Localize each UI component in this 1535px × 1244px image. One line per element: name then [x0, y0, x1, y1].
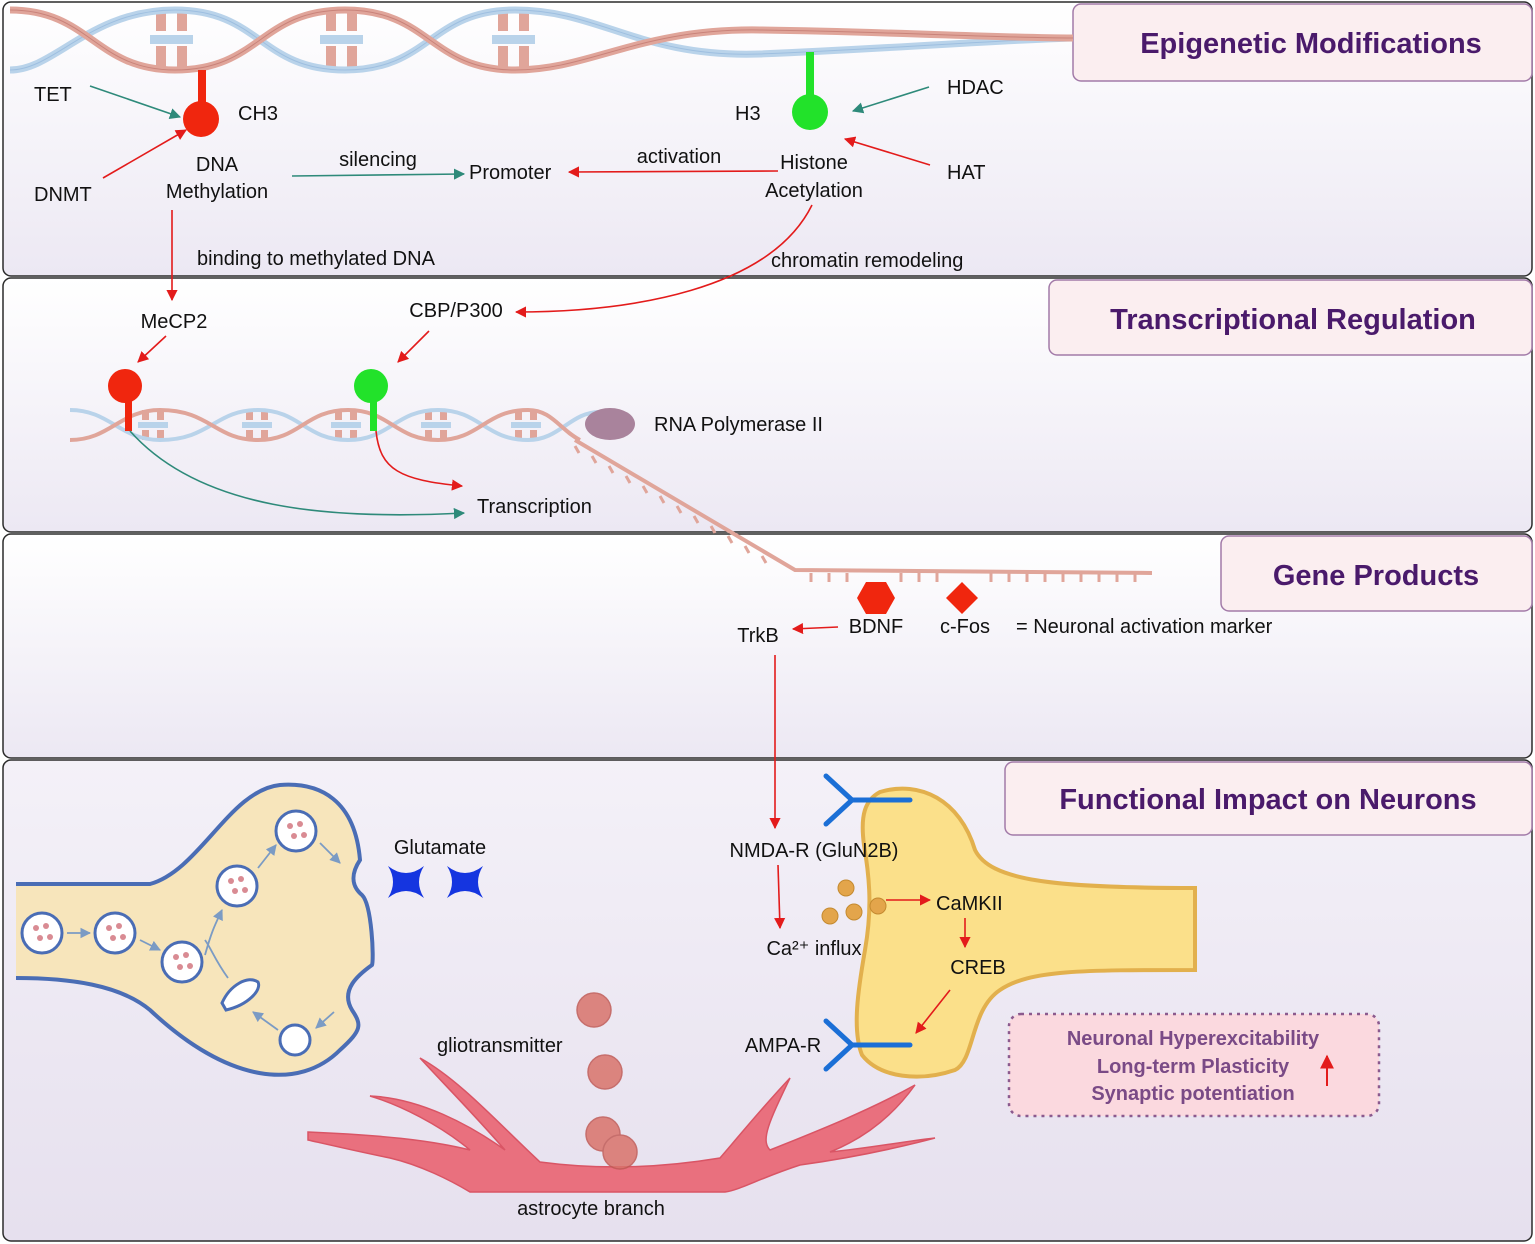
arrow-activation [567, 166, 779, 178]
glutamate-molecules [388, 866, 483, 898]
label-cfos: c-Fos [940, 616, 990, 638]
panel-functional [2, 759, 1533, 1242]
title-box-epigenetic [1072, 3, 1533, 82]
arrow-bdnf-to-trkb [791, 622, 839, 635]
arrow-dnmt-to-ch3 [102, 129, 187, 179]
arrow-nmda-to-ca [774, 864, 786, 930]
label-gliotransmitter: gliotransmitter [437, 1035, 563, 1057]
methyl-mark-ch3 [183, 101, 219, 137]
postsynaptic-spine [854, 786, 1197, 1079]
arrow-methyl-to-transcription [129, 430, 466, 520]
label-hat: HAT [947, 162, 986, 184]
effect-plasticity: Long-term Plasticity [1097, 1056, 1290, 1078]
label-silencing: silencing [339, 149, 417, 171]
arrow-acetyl-to-transcription [375, 430, 464, 491]
acetyl-mark-stem [806, 52, 814, 98]
rna-polymerase-icon [585, 408, 635, 440]
label-histone-1: Histone [780, 152, 848, 174]
label-binding: binding to methylated DNA [197, 248, 436, 270]
label-rna-pol: RNA Polymerase II [654, 414, 823, 436]
label-histone-2: Acetylation [765, 180, 863, 202]
acetyl-mark-stem-2 [370, 398, 377, 431]
mrna-strand [573, 438, 1153, 582]
methyl-mark-bound [108, 369, 142, 403]
arrow-chromatin-remodeling [514, 204, 813, 318]
arrow-silencing [291, 168, 466, 180]
label-chromatin-remodeling: chromatin remodeling [771, 250, 963, 272]
arrow-tet-to-ch3 [89, 85, 182, 120]
label-creb: CREB [950, 957, 1006, 979]
label-nmda: NMDA-R (GluN2B) [730, 840, 899, 862]
label-marker: = Neuronal activation marker [1016, 616, 1273, 638]
label-ca-influx: Ca²⁺ influx [766, 938, 861, 960]
acetyl-mark-bound [354, 369, 388, 403]
effect-potentiation: Synaptic potentiation [1091, 1083, 1294, 1105]
label-promoter: Promoter [469, 162, 552, 184]
cfos-diamond-icon [946, 582, 978, 614]
label-glutamate: Glutamate [394, 837, 486, 859]
arrow-hat-to-h3 [843, 136, 931, 166]
label-dna-methylation-1: DNA [196, 154, 239, 176]
methyl-mark-stem-2 [125, 398, 132, 431]
dna-helix-top [9, 6, 1074, 74]
arrow-mecp2-to-mark [137, 335, 167, 363]
title-box-gene-products [1220, 535, 1533, 612]
label-dna-methylation-2: Methylation [166, 181, 268, 203]
nmda-receptor-icon [823, 773, 913, 827]
panel-gene-products [2, 533, 1533, 759]
gliotransmitter-particles [576, 992, 638, 1170]
label-trkb: TrkB [737, 625, 778, 647]
label-mecp2: MeCP2 [141, 311, 208, 333]
calcium-ions [821, 879, 887, 925]
title-functional: Functional Impact on Neurons [1059, 784, 1476, 816]
astrocyte-branch [307, 1057, 936, 1193]
title-epigenetic: Epigenetic Modifications [1140, 28, 1482, 60]
label-astrocyte: astrocyte branch [517, 1198, 665, 1220]
title-transcriptional: Transcriptional Regulation [1110, 304, 1476, 336]
label-bdnf: BDNF [849, 616, 903, 638]
effect-hyperexcitability: Neuronal Hyperexcitability [1067, 1028, 1320, 1050]
label-activation: activation [637, 146, 722, 168]
label-cbp-p300: CBP/P300 [409, 300, 502, 322]
presynaptic-terminal [15, 782, 375, 1077]
label-dnmt: DNMT [34, 184, 92, 206]
label-h3: H3 [735, 103, 761, 125]
arrow-cbp-to-mark [397, 330, 430, 363]
label-camkii: CaMKII [936, 893, 1003, 915]
ampa-receptor-icon [823, 1018, 913, 1072]
label-hdac: HDAC [947, 77, 1004, 99]
arrow-hdac-to-h3 [851, 86, 930, 114]
title-box-transcriptional [1048, 279, 1533, 356]
title-box-functional [1004, 761, 1533, 836]
title-gene-products: Gene Products [1273, 560, 1479, 592]
label-transcription: Transcription [477, 496, 592, 518]
label-ch3: CH3 [238, 103, 278, 125]
label-ampa: AMPA-R [745, 1035, 821, 1057]
dna-helix-middle [69, 407, 601, 443]
synaptic-vesicles [20, 809, 341, 1057]
effects-box [1007, 1012, 1381, 1118]
arrow-creb-to-ampa [915, 989, 951, 1034]
bdnf-hexagon-icon [857, 582, 895, 614]
methyl-mark-stem [198, 70, 206, 106]
label-tet: TET [34, 84, 72, 106]
acetyl-mark-h3 [792, 94, 828, 130]
